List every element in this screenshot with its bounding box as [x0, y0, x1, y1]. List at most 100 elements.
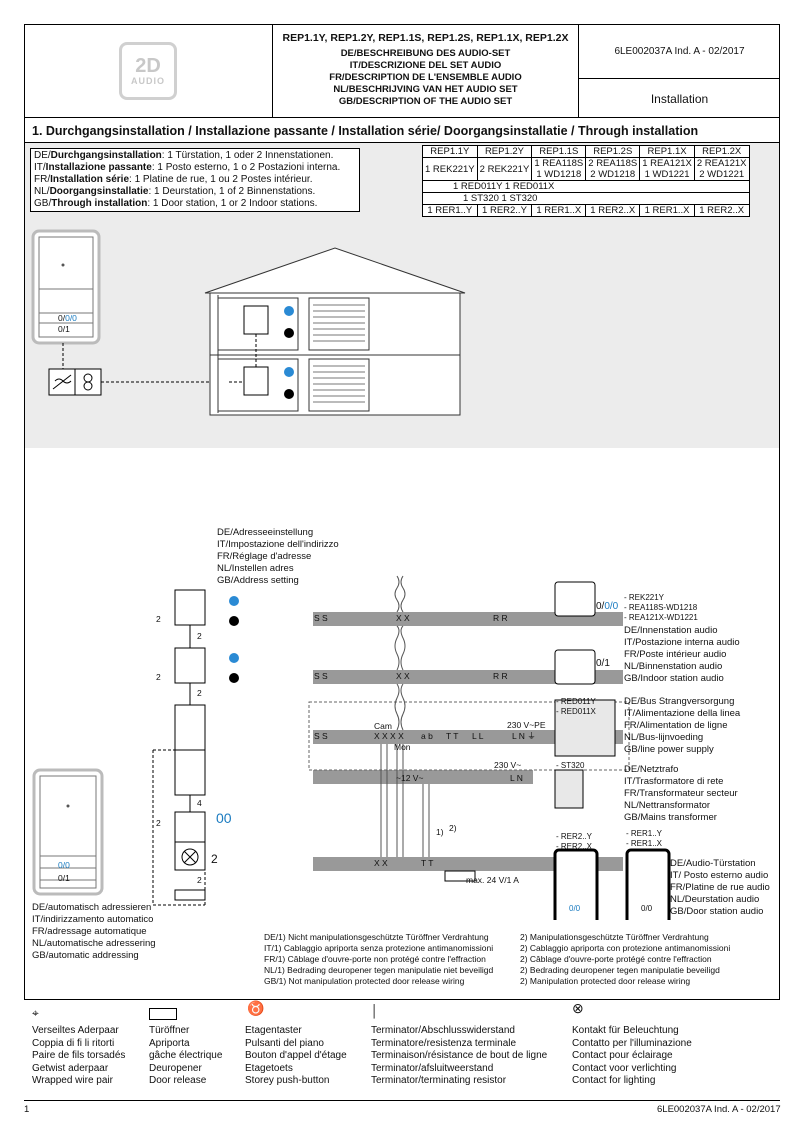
note-marker: 2)	[449, 823, 457, 833]
power-zone	[308, 701, 630, 771]
door-station-illustration	[31, 229, 101, 369]
bus-line-4	[313, 770, 533, 784]
wire-count: 2	[197, 688, 202, 698]
note-marker: 1)	[436, 827, 444, 837]
twisted-pair-icon: ⌖	[32, 1006, 39, 1020]
bus-terminal-label: T T	[446, 731, 459, 741]
content-frame	[24, 118, 780, 1000]
footer-divider	[24, 1100, 780, 1101]
table-cell: 2 REA118S 2 WD1218	[585, 157, 641, 181]
brand-logo: 2D AUDIO	[24, 24, 272, 118]
bus-terminal-label: X X	[396, 671, 410, 681]
table-cell: 1 RER2..X	[585, 204, 641, 217]
overview-drawing	[31, 229, 466, 416]
wire-count: 2	[156, 614, 161, 624]
voltage-label: ~12 V~	[396, 773, 424, 783]
door-address: 0/0	[569, 904, 581, 913]
terminator-icon: │	[371, 1004, 379, 1018]
door-address: 0/1	[58, 873, 70, 883]
desc-fr: FR/DESCRIPTION DE L'ENSEMBLE AUDIO	[329, 72, 522, 83]
header-description: REP1.1Y, REP1.2Y, REP1.1S, REP1.2S, REP1…	[272, 24, 579, 118]
bus-terminal-label: S S	[314, 671, 328, 681]
door-models: - RER1..Y- RER1..X	[626, 829, 663, 848]
voltage-label: 230 V~PE	[507, 720, 546, 730]
door-station-auto	[32, 768, 104, 896]
call-button-icon	[229, 596, 239, 606]
power-supply-illustration	[48, 368, 229, 396]
table-cell: 2 REK221Y	[476, 157, 533, 181]
door-models: - RER2..Y- RER2..X	[556, 832, 593, 851]
indoor-address: 0/0/0	[596, 601, 619, 612]
wire-count: 2	[156, 672, 161, 682]
bus-terminal-label: S S	[314, 613, 328, 623]
door-release-icon	[444, 870, 476, 882]
bus-terminal-label: S S	[314, 731, 328, 741]
model-list: REP1.1Y, REP1.2Y, REP1.1S, REP1.2S, REP1…	[282, 32, 569, 44]
bus-terminal-label: L N	[510, 773, 523, 783]
bus-terminal-label: L N ⏚	[512, 731, 536, 741]
bus-line-5	[313, 857, 623, 871]
indoor-stations	[554, 581, 616, 809]
light-contact-icon: ⊗	[572, 1000, 584, 1016]
wiring-label: Cam	[374, 721, 392, 731]
bus-models: - RED011Y- RED011X	[556, 697, 596, 716]
wiring-diagram	[152, 575, 671, 920]
bus-terminal-label: R R	[493, 671, 508, 681]
desc-it: IT/DESCRIZIONE DEL SET AUDIO	[349, 60, 502, 71]
bus-terminal-label: R R	[493, 613, 508, 623]
door-release-icon	[149, 1008, 177, 1020]
voltage-label: 230 V~	[494, 760, 522, 770]
logo-subtext: AUDIO	[131, 76, 165, 86]
bus-terminal-label: X X X X	[374, 731, 404, 741]
wiring-label: Mon	[394, 742, 411, 752]
bell-icon	[229, 616, 239, 626]
info-line: IT/Installazione passante: 1 Posto ester…	[34, 162, 341, 173]
bus-terminal-label: T T	[421, 858, 434, 868]
bus-line-3	[313, 730, 623, 744]
desc-nl: NL/BESCHRIJVING VAN HET AUDIO SET	[333, 84, 518, 95]
header-frame	[24, 24, 780, 118]
installation-info: DE/Durchgangsinstallation: 1 Türstation,…	[30, 148, 360, 212]
bus-line-2	[313, 670, 623, 684]
bus-terminal-label: L L	[472, 731, 484, 741]
notes-protected: 2) Manipulationsgeschützte Türöffner Ver…	[520, 932, 731, 986]
section-label: Installation	[650, 91, 709, 106]
models-table: REP1.1Y REP1.2Y REP1.1S REP1.2S REP1.1X …	[422, 145, 750, 217]
divider	[24, 142, 780, 143]
notes-unprotected: DE/1) Nicht manipulationsgeschützte Türö…	[264, 932, 494, 986]
call-button-icon	[229, 653, 239, 663]
wire-count: 2	[197, 631, 202, 641]
panel-address: 0/0/0	[58, 313, 77, 323]
info-line: FR/Installation série: 1 Platine de rue,…	[34, 174, 313, 185]
panel-address: 0/1	[58, 324, 70, 334]
bus-terminal-label: X X	[374, 858, 388, 868]
table-cell: 1 RER2..X	[693, 204, 750, 217]
table-cell: 1 RER2..Y	[476, 204, 533, 217]
logo-text: 2D	[135, 55, 161, 77]
desc-gb: GB/DESCRIPTION OF THE AUDIO SET	[338, 96, 513, 107]
page-number: 1	[24, 1104, 30, 1115]
left-column	[174, 589, 206, 871]
voltage-label: max. 24 V/1 A	[466, 875, 519, 885]
door-address: 0/0	[641, 904, 653, 913]
bell-icon	[229, 673, 239, 683]
digit-display: 00	[216, 810, 232, 826]
bus-line-1	[313, 612, 623, 626]
wire-count: 2	[197, 875, 202, 885]
wire-count: 2	[211, 852, 218, 866]
info-line: GB/Through installation: 1 Door station,…	[34, 198, 318, 209]
info-line: DE/Durchgangsinstallation: 1 Türstation,…	[34, 150, 334, 161]
table-row: 1 RER1..Y 1 RER2..Y 1 RER1..X 1 RER2..X …	[422, 204, 750, 217]
floor-button-icon: ♉	[247, 1000, 265, 1016]
info-line: NL/Doorgangsinstallatie: 1 Deurstation, …	[34, 186, 316, 197]
door-address: 0/0	[58, 860, 70, 870]
